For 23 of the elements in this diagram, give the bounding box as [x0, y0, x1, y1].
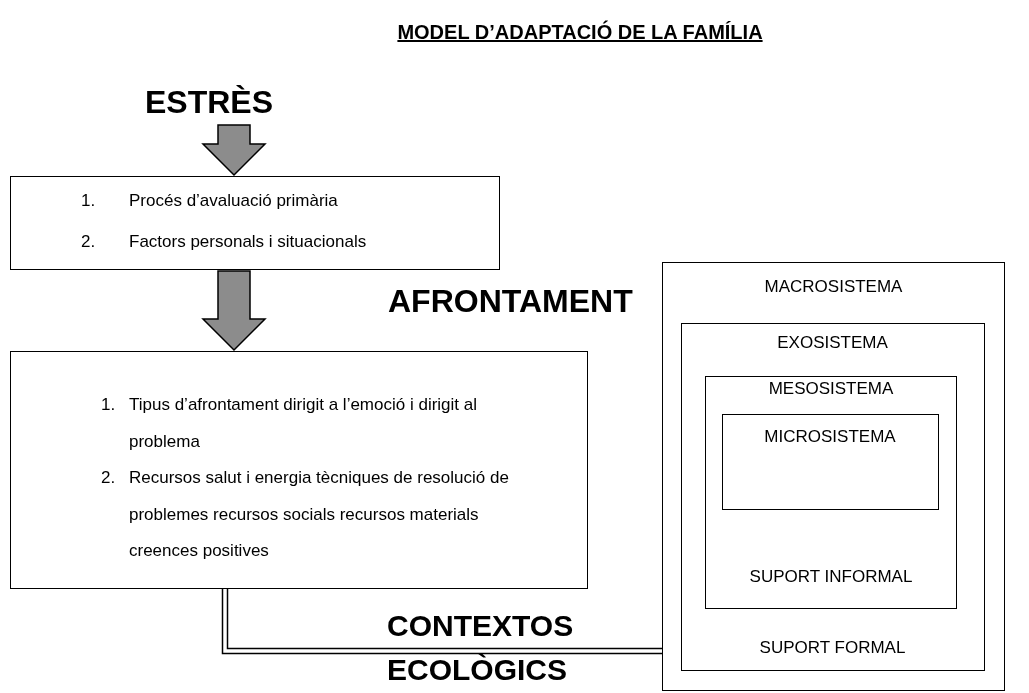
- stage-heading: AFRONTAMENT: [388, 283, 633, 320]
- block-arrow: [201, 270, 267, 352]
- process-box: [10, 176, 500, 270]
- system-label: EXOSISTEMA: [776, 332, 889, 353]
- double-line-connector: [221, 588, 663, 655]
- process-box: [10, 351, 588, 589]
- system-box: [680, 322, 985, 671]
- list-item: 1. Procés d’avaluació primària: [81, 190, 339, 212]
- system-label: SUPORT INFORMAL: [748, 567, 914, 587]
- list-item: 2. Factors personals i situacionals: [81, 231, 368, 253]
- system-box: [705, 376, 957, 609]
- diagram-title: MODEL D’ADAPTACIÓ DE LA FAMÍLIA: [396, 21, 764, 44]
- system-box: [721, 413, 939, 510]
- edge-label: CONTEXTOS ECOLÒGICS: [387, 608, 575, 688]
- list-item: 2. Recursos salut i energia tècniques de resolució de problemes recursos socials recursos materials creences positives: [101, 467, 509, 562]
- list-item: 1. Tipus d’afrontament dirigit a l’emoció i dirigit al problema: [101, 394, 479, 453]
- system-label: MACROSISTEMA: [763, 277, 904, 297]
- system-label: SUPORT FORMAL: [758, 637, 907, 658]
- system-label: MESOSISTEMA: [767, 379, 895, 399]
- block-arrow: [201, 124, 267, 177]
- system-label: MICROSISTEMA: [763, 426, 897, 447]
- stress-heading: ESTRÈS: [145, 84, 275, 124]
- system-box: [662, 262, 1005, 691]
